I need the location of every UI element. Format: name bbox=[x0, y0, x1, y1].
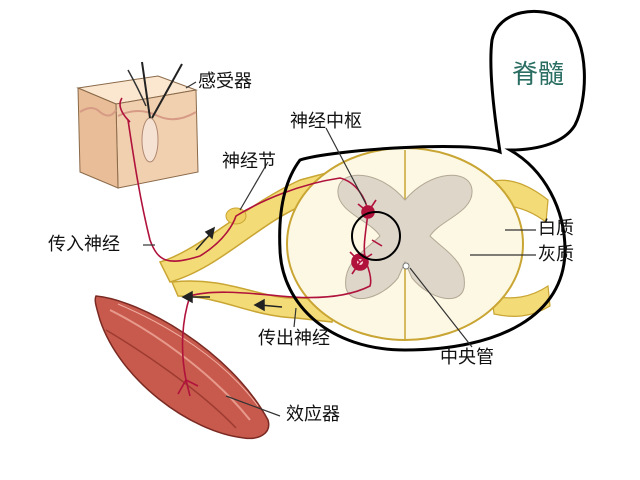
nerve-center-highlight bbox=[351, 211, 401, 261]
ganglion-label: 神经节 bbox=[222, 151, 276, 172]
central-canal-label: 中央管 bbox=[440, 347, 494, 368]
flow-arrows bbox=[181, 226, 283, 312]
effector-muscle bbox=[94, 295, 270, 440]
skin-block bbox=[76, 61, 199, 189]
spinal-cord-label: 脊髓 bbox=[512, 60, 565, 90]
effector-label: 效应器 bbox=[286, 404, 340, 425]
spinal-cord-callout bbox=[278, 9, 586, 352]
leader-lines bbox=[143, 81, 536, 417]
white-matter-label: 白质 bbox=[538, 218, 574, 239]
afferent-nerve-label: 传入神经 bbox=[48, 234, 120, 255]
spinal-cord-section bbox=[286, 147, 524, 341]
gray-matter-label: 灰质 bbox=[538, 244, 574, 265]
nerve-center-label: 神经中枢 bbox=[290, 111, 362, 132]
receptor-label: 感受器 bbox=[198, 71, 252, 92]
efferent-nerve-label: 传出神经 bbox=[258, 328, 330, 349]
